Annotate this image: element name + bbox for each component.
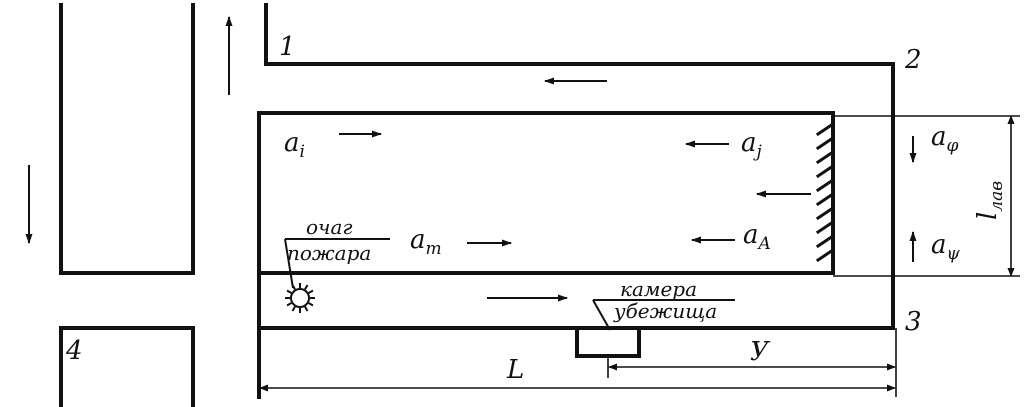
refuge-chamber-box xyxy=(575,326,641,358)
fire-ray xyxy=(308,289,314,294)
flow-arrows xyxy=(25,16,917,302)
fire-ray xyxy=(286,289,292,294)
hatch-stroke xyxy=(815,205,836,221)
symbol-a-m: am xyxy=(410,225,442,259)
node-label-1: 1 xyxy=(279,32,296,62)
node-label-3: 3 xyxy=(905,307,922,337)
hatch-stroke xyxy=(815,177,836,193)
symbol-a-phi: aφ xyxy=(931,122,959,156)
hatch-stroke xyxy=(815,233,836,249)
symbol-a-A: aA xyxy=(743,220,771,254)
hatch-stroke xyxy=(815,219,836,235)
left-shaft xyxy=(59,3,195,407)
dim-label-U: У xyxy=(750,337,771,367)
symbol-a-i: ai xyxy=(284,128,305,162)
refuge-chamber-label-line1: камера xyxy=(620,277,697,301)
face-hatching xyxy=(815,121,836,263)
fire-ray xyxy=(304,306,309,312)
dimension-lines xyxy=(259,115,1020,397)
node-label-2: 2 xyxy=(904,45,922,75)
fire-ray xyxy=(304,284,309,290)
fire-source-icon xyxy=(285,283,315,313)
symbol-a-j: aj xyxy=(741,128,763,162)
fire-ray xyxy=(308,302,314,307)
hatch-stroke xyxy=(815,121,836,137)
symbol-a-psi: aψ xyxy=(931,230,961,264)
hatch-stroke xyxy=(815,135,836,151)
fire-source-label-line2: пожара xyxy=(287,241,371,265)
upper-drift xyxy=(264,3,895,330)
hatch-stroke xyxy=(815,149,836,165)
dim-label-L: L xyxy=(506,355,524,385)
dim-label-face-length: lлав xyxy=(973,181,1007,220)
fire-ray xyxy=(291,306,296,312)
leader-lines xyxy=(284,238,735,331)
hatch-stroke xyxy=(815,163,836,179)
node-label-4: 4 xyxy=(65,336,83,366)
hatch-stroke xyxy=(815,247,836,263)
fire-ray xyxy=(286,302,292,307)
fire-source-label-line1: очаг xyxy=(306,215,353,239)
refuge-chamber-label-line2: убежища xyxy=(613,299,717,323)
hatch-stroke xyxy=(815,191,836,207)
